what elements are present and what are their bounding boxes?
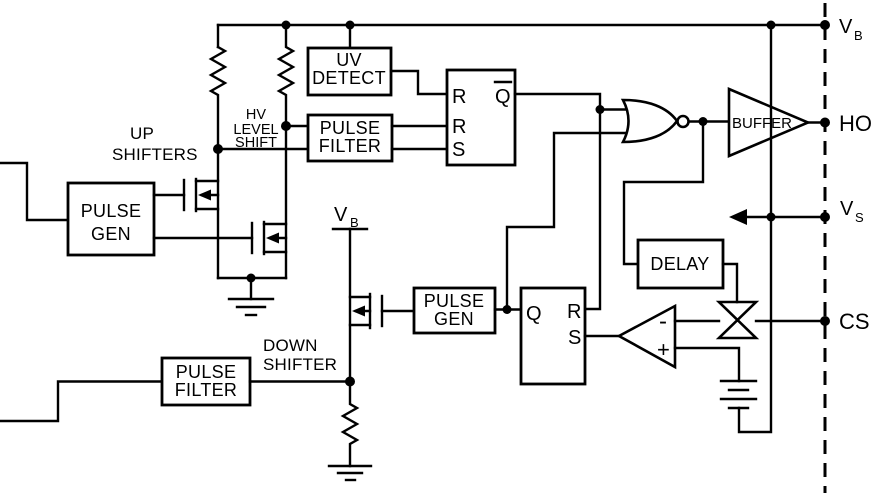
latch-top-box xyxy=(445,68,517,167)
pulse-filter-bottom-box xyxy=(160,356,252,407)
pulse-filter-bottom-label1: PULSE xyxy=(176,362,237,382)
latch-top-qbar: Q xyxy=(495,86,511,108)
pulse-gen-mid-block: PULSE GEN xyxy=(412,286,523,335)
comparator-minus: - xyxy=(659,308,667,335)
vb-terminal-sub: B xyxy=(854,28,863,43)
latch-bottom-s: S xyxy=(568,327,581,349)
pulse-filter-top-box xyxy=(306,113,394,163)
uv-detect-label1: UV xyxy=(336,50,362,70)
delay-label: DELAY xyxy=(650,254,709,274)
uv-detect-box xyxy=(306,46,393,97)
downshifter-resistor-ground xyxy=(327,380,373,482)
down-shifter-line2: SHIFTER xyxy=(263,355,337,374)
down-shifter-node xyxy=(345,376,355,387)
up-shifters-line2: SHIFTERS xyxy=(112,145,198,164)
up-shifters-line1: UP xyxy=(130,124,154,143)
latch-top-r2: R xyxy=(452,116,466,138)
uv-detect-block: UV DETECT xyxy=(306,23,449,97)
reference-battery xyxy=(719,379,758,410)
buffer-label: BUFFER xyxy=(732,115,792,132)
comparator-triangle xyxy=(616,303,677,370)
qbar-wire xyxy=(513,92,628,111)
mosfet-upshifter-1 xyxy=(152,147,220,280)
delay-box xyxy=(636,238,725,290)
cs-terminal-label: CS xyxy=(839,309,870,334)
q2-to-nor-wire xyxy=(505,131,628,311)
delay-output-wire xyxy=(721,262,739,304)
mosfet-downshifter xyxy=(348,227,416,383)
latch-top-s: S xyxy=(452,139,465,161)
latch-bottom: Q R S xyxy=(519,286,621,386)
pulse-gen-mid-label1: PULSE xyxy=(424,291,485,311)
qbar-to-latch2-r xyxy=(583,108,602,311)
pulse-filter-top-label2: FILTER xyxy=(319,136,381,156)
level-shift-resistor-right xyxy=(276,23,296,128)
latch-top-r1: R xyxy=(452,86,466,108)
pulse-filter-top-label1: PULSE xyxy=(320,118,381,138)
delay-block: DELAY xyxy=(636,238,739,304)
mosfet2-arrow xyxy=(266,232,279,244)
annotation-hv-level-shift: HV LEVEL SHIFT xyxy=(233,107,278,151)
transmission-gate-symbol xyxy=(715,300,760,340)
buffer-supply-vs-wire xyxy=(737,23,773,434)
latch-bottom-q: Q xyxy=(526,303,542,325)
terminal-ho: HO xyxy=(820,111,872,136)
comparator-plus-wire xyxy=(673,346,741,383)
annotation-up-shifters: UP SHIFTERS xyxy=(112,124,198,164)
vs-terminal-sub: S xyxy=(855,210,864,225)
pulse-gen-top-label2: GEN xyxy=(91,224,131,244)
transmission-gate xyxy=(673,300,827,340)
pulse-gen-top-box xyxy=(66,181,156,257)
vb-mid-label: V xyxy=(334,204,348,226)
pulse-filter-top-block: PULSE FILTER xyxy=(216,113,449,163)
annotation-down-shifter: DOWN SHIFTER xyxy=(263,336,337,374)
pulse-gen-top-label1: PULSE xyxy=(81,201,142,221)
nor-body xyxy=(620,98,679,144)
terminal-vs: V S xyxy=(820,198,864,225)
pulse-gen-mid-label2: GEN xyxy=(434,309,474,329)
uv-detect-output-wire xyxy=(389,69,449,96)
latch-bottom-r: R xyxy=(567,301,581,323)
pulse-gen-top-block: PULSE GEN xyxy=(66,181,156,257)
vs-terminal-label: V xyxy=(840,198,854,220)
mosfet3-arrow xyxy=(352,305,365,317)
mosfet1-arrow xyxy=(198,189,211,201)
ground-upshifters xyxy=(216,276,288,317)
input-edge-top xyxy=(0,161,70,222)
uv-detect-label2: DETECT xyxy=(312,68,386,88)
mosfet-upshifter-2 xyxy=(152,124,288,280)
buffer-triangle xyxy=(727,87,812,158)
nor-gate xyxy=(620,98,731,144)
latch-top: R R S Q xyxy=(445,68,517,167)
vb-terminal-label: V xyxy=(839,16,853,38)
down-shifter-line1: DOWN xyxy=(263,336,318,355)
buffer-block: BUFFER xyxy=(727,87,827,158)
pulse-gen-mid-box xyxy=(412,286,497,335)
comparator: - + xyxy=(616,303,741,383)
comparator-plus: + xyxy=(657,337,670,362)
hv-line2: LEVEL xyxy=(233,122,278,138)
pulse-filter-bottom-label2: FILTER xyxy=(175,380,237,400)
vb-mid-sub: B xyxy=(350,215,359,230)
latch-bottom-box xyxy=(519,286,587,386)
hv-level-shift-node xyxy=(281,121,291,131)
vs-line xyxy=(729,209,827,225)
pulse-filter-bottom-block: PULSE FILTER xyxy=(160,356,352,407)
nor-to-delay-wire xyxy=(622,120,705,266)
hv-line3: SHIFT xyxy=(235,135,277,151)
hv-line1: HV xyxy=(246,107,266,123)
ho-terminal-label: HO xyxy=(839,111,872,136)
input-edge-bottom xyxy=(0,380,164,423)
nor-bubble xyxy=(676,114,690,129)
vs-arrow xyxy=(729,209,747,225)
terminal-vb: V B xyxy=(820,16,863,43)
vb-supply-mid: V B xyxy=(331,204,369,231)
level-shift-resistor-left xyxy=(208,45,228,151)
junction-dots xyxy=(213,20,776,387)
top-rail xyxy=(216,23,827,49)
terminal-cs: CS xyxy=(820,309,870,334)
up-shifters-node xyxy=(213,144,223,154)
